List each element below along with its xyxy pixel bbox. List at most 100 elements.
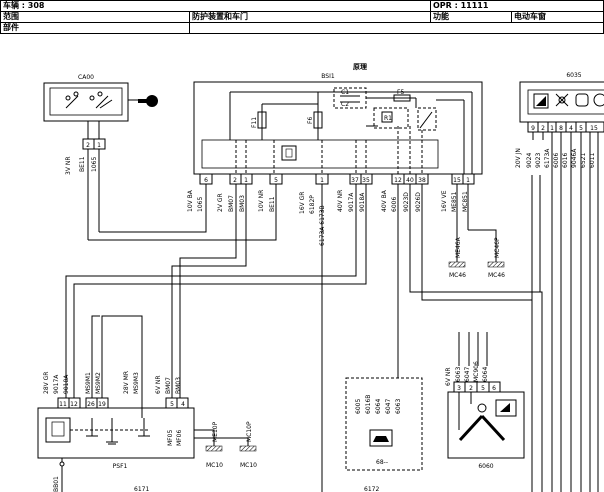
bsi-wire-6182p: 6182P (309, 195, 316, 214)
c6035-wire-9046a: 9046A (571, 148, 578, 168)
c6035-pin-5: 5 (579, 125, 583, 132)
ground-mc10-b-label: MC10 (240, 462, 257, 469)
c6035-pin-1: 1 (550, 125, 554, 132)
bsi-conn2-label: 2V GR (217, 193, 224, 212)
c68-wire-6016b: 6016B (365, 395, 372, 414)
parts-label: 部件 (0, 22, 190, 34)
c6035-pin-15: 15 (590, 125, 598, 132)
ground-mc46-a-label: MC46 (449, 272, 466, 279)
psf-wire-bm03: BM03 (175, 377, 182, 394)
ref-6171: 6171 (134, 486, 149, 492)
relay-c2: C2 (341, 101, 349, 108)
fuse-f6: F6 (307, 117, 314, 124)
c6060-wire-mc906: MC906 (473, 361, 480, 382)
ground-me10p (205, 445, 223, 452)
psf-pin-26: 26 (87, 401, 95, 408)
psf-wire-mf05: MF05 (167, 430, 174, 446)
c6035-wire-6011: 6011 (589, 153, 596, 168)
fuse-f5: F5 (397, 89, 404, 96)
ground-me46a (448, 261, 466, 268)
c6035-header: 20V JN (515, 148, 522, 168)
c6060-component (447, 391, 525, 459)
bsi-wire-me851: ME851 (451, 191, 458, 212)
bsi-wire-6006: 6006 (391, 197, 398, 212)
ca00-component (43, 82, 142, 122)
c6035-wire-6016: 6016 (562, 153, 569, 168)
ca00-wire-1065: 1065 (91, 157, 98, 172)
ground-mc10-a-label: MC10 (206, 462, 223, 469)
ground-mc10p (239, 445, 257, 452)
bsi-conn1-label: 10V BA (187, 189, 194, 212)
bsi-conn6-label: 40V BA (381, 189, 388, 212)
psf-conn3-label: 28V MR (123, 371, 130, 394)
c6060-pin-5: 5 (481, 385, 485, 392)
relay-c1: C1 (341, 89, 349, 96)
bsi-pin-5: 5 (274, 177, 278, 184)
c6060-wire-6047: 6047 (464, 367, 471, 382)
ground-mc46p-label: MC46P (494, 237, 501, 258)
ca00-pin-2: 2 (86, 142, 90, 149)
c6060-pin-2: 2 (469, 385, 473, 392)
bsi-wire-bm07: BM07 (228, 195, 235, 212)
c6035-wire-9023: 9023 (535, 153, 542, 168)
c68-wire-6005: 6005 (355, 399, 362, 414)
bsi-pin-1c: 1 (466, 177, 470, 184)
ca00-wire-color: 3V NR (65, 157, 72, 176)
c68-wire-6047: 6047 (385, 399, 392, 414)
psf1-component (37, 407, 195, 459)
psf-pin-11: 11 (59, 401, 67, 408)
bsi-pin-15: 15 (453, 177, 461, 184)
psf-wire-9017a: 9017A (53, 374, 60, 394)
c6035-pin-4: 4 (569, 125, 573, 132)
car-icon (369, 429, 393, 447)
bsi-pin-12: 12 (394, 177, 402, 184)
bsi1-label: BSI1 (321, 73, 335, 80)
psf-conn1-label: 28V GR (43, 372, 50, 394)
bsi1-component (193, 81, 483, 175)
c6060-label: 6060 (478, 463, 493, 470)
bsi-pin-2: 2 (233, 177, 237, 184)
c6060-pin-6: 6 (492, 385, 496, 392)
bsi-wire-be11: BE11 (269, 196, 276, 212)
psf-wire-9018a: 9018A (63, 374, 70, 394)
ca00-wire-be11: BE11 (79, 156, 86, 172)
c6035-wire-6006: 6006 (553, 153, 560, 168)
bsi-wire-9026d: 9026D (415, 192, 422, 212)
c6060-header: 6V NR (445, 368, 452, 387)
ca00-label: CA00 (78, 74, 94, 81)
psf-wire-ms9m1: MS9M1 (85, 372, 92, 394)
c6060-wire-6064: 6064 (482, 367, 489, 382)
psf-pin-5: 5 (170, 401, 174, 408)
bsi-conn3-label: 10V NR (258, 190, 265, 212)
c6060-wire-6063: 6063 (455, 367, 462, 382)
diagram-title: 原理 (353, 62, 367, 71)
psf-pin-19: 19 (98, 401, 106, 408)
key-icon (138, 95, 158, 107)
bsi-pin-1: 1 (244, 177, 248, 184)
psf-pin-12: 12 (70, 401, 78, 408)
c6035-wire-6173a: 6173A (544, 148, 551, 168)
bsi-wire-bm03: BM03 (239, 195, 246, 212)
ground-me10p-label: ME10P (212, 421, 219, 442)
psf1-label: PSF1 (113, 463, 128, 470)
bsi-wire-9023d: 9023D (403, 192, 410, 212)
bsi-wire-mc851: MC851 (462, 191, 469, 212)
psf-pin-4: 4 (181, 401, 185, 408)
ca00-pin-1: 1 (97, 142, 101, 149)
c6035-pin-2: 2 (541, 125, 545, 132)
ground-mc46p (487, 261, 505, 268)
bsi1-connectors (199, 173, 475, 185)
bsi-pin-6: 6 (204, 177, 208, 184)
bsi-wire-1065: 1065 (197, 197, 204, 212)
ref-bb01: BB01 (53, 476, 60, 492)
bsi-pin-35: 35 (362, 177, 370, 184)
parts-value (189, 22, 604, 34)
c6060-pin-3: 3 (457, 385, 461, 392)
c68-box (345, 377, 423, 471)
c6035-pin-8: 8 (559, 125, 563, 132)
psf-conn4-label: 6V NR (155, 376, 162, 395)
c6035-pin-9: 9 (531, 125, 535, 132)
bsi-conn7-label: 16V VE (441, 190, 448, 212)
c68-wire-6064: 6064 (375, 399, 382, 414)
